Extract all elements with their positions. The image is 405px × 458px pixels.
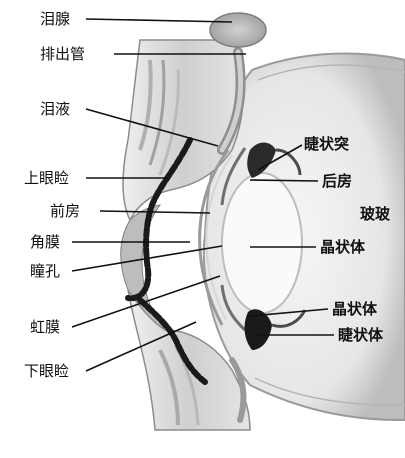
- label-tear-fluid: 泪液: [40, 100, 70, 118]
- label-ciliary-process: 睫状突: [304, 135, 349, 153]
- label-upper-eyelid: 上眼睑: [24, 169, 69, 187]
- label-vitreous: 玻玻: [360, 205, 390, 223]
- label-lens: 晶状体: [320, 238, 365, 256]
- label-lower-eyelid: 下眼睑: [24, 362, 69, 380]
- lacrimal-gland: [210, 13, 266, 47]
- label-lens-2: 晶状体: [332, 300, 377, 318]
- label-iris: 虹膜: [30, 318, 60, 336]
- leader-anterior-chamber: [100, 211, 210, 213]
- leader-lacrimal-gland: [86, 19, 232, 22]
- label-drainage-duct: 排出管: [40, 45, 85, 63]
- label-pupil: 瞳孔: [30, 262, 60, 280]
- leader-posterior-chamber: [250, 180, 318, 181]
- label-cornea: 角膜: [30, 233, 60, 251]
- label-ciliary-body: 睫状体: [338, 326, 383, 344]
- lens: [222, 173, 302, 313]
- label-lacrimal-gland: 泪腺: [40, 10, 70, 28]
- label-anterior-chamber: 前房: [50, 202, 80, 220]
- label-posterior-chamber: 后房: [322, 172, 352, 190]
